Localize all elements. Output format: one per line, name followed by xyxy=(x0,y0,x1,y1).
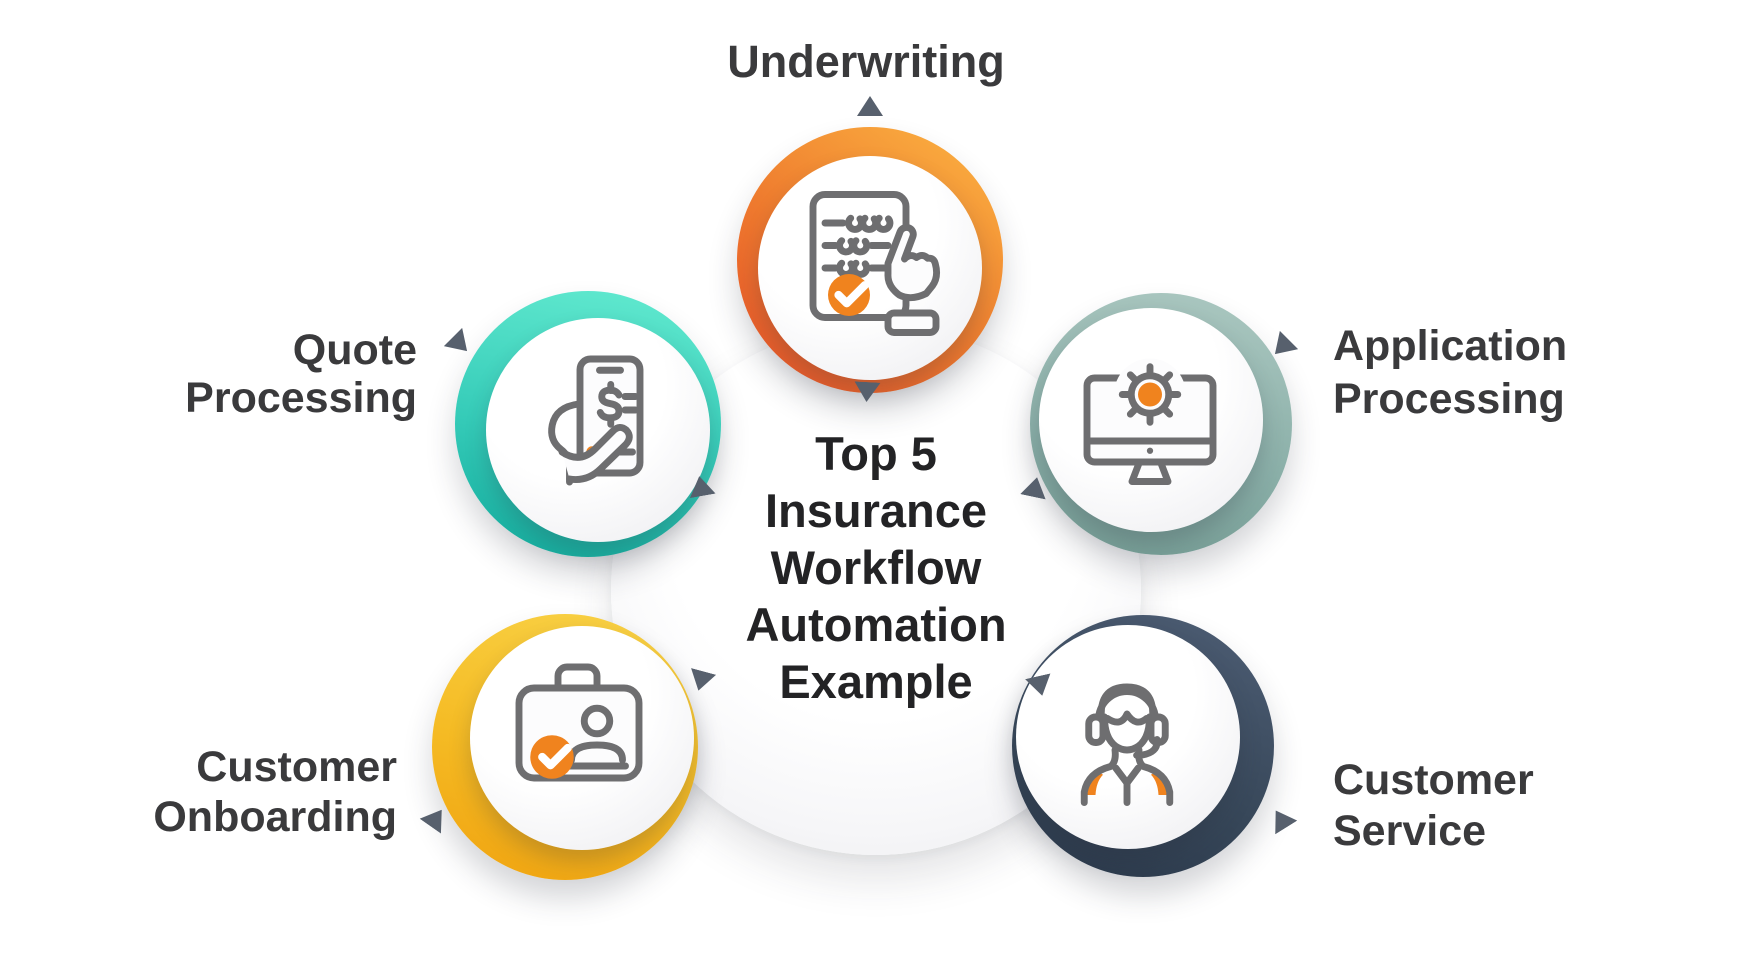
label-line: Customer xyxy=(1333,756,1534,804)
id-badge-check-icon xyxy=(515,663,643,782)
label-customer-service: Customer Service xyxy=(1333,755,1653,857)
label-quote-processing: Quote Processing xyxy=(97,326,417,422)
label-application-processing: Application Processing xyxy=(1333,320,1693,426)
title-line: Insurance xyxy=(764,484,988,537)
label-line: Underwriting xyxy=(727,36,1005,87)
monitor-gear-icon xyxy=(1083,358,1217,485)
label-line: Processing xyxy=(185,374,417,422)
arrow-customer-service-icon xyxy=(1265,804,1298,835)
label-line: Service xyxy=(1333,807,1487,855)
node-customer-service-circle xyxy=(1016,625,1240,849)
arrow-underwriting-label-icon xyxy=(857,96,883,116)
label-underwriting: Underwriting xyxy=(566,36,1166,87)
label-line: Onboarding xyxy=(153,793,397,841)
title-line: Workflow xyxy=(770,541,982,594)
label-line: Customer xyxy=(196,743,397,791)
arrow-quote-processing-icon xyxy=(444,328,477,361)
title-line: Top 5 xyxy=(815,427,937,480)
title-line: Automation xyxy=(745,598,1007,651)
label-line: Quote xyxy=(292,326,417,374)
page-title: Top 5 Insurance Workflow Automation Exam… xyxy=(611,425,1141,710)
label-customer-onboarding: Customer Onboarding xyxy=(77,742,397,842)
document-check-hand-icon xyxy=(809,191,941,336)
support-agent-headset-icon xyxy=(1080,683,1174,806)
label-line: Processing xyxy=(1333,375,1565,423)
title-line: Example xyxy=(779,655,973,708)
label-line: Application xyxy=(1333,322,1568,370)
hand-phone-dollar-icon xyxy=(548,355,644,486)
